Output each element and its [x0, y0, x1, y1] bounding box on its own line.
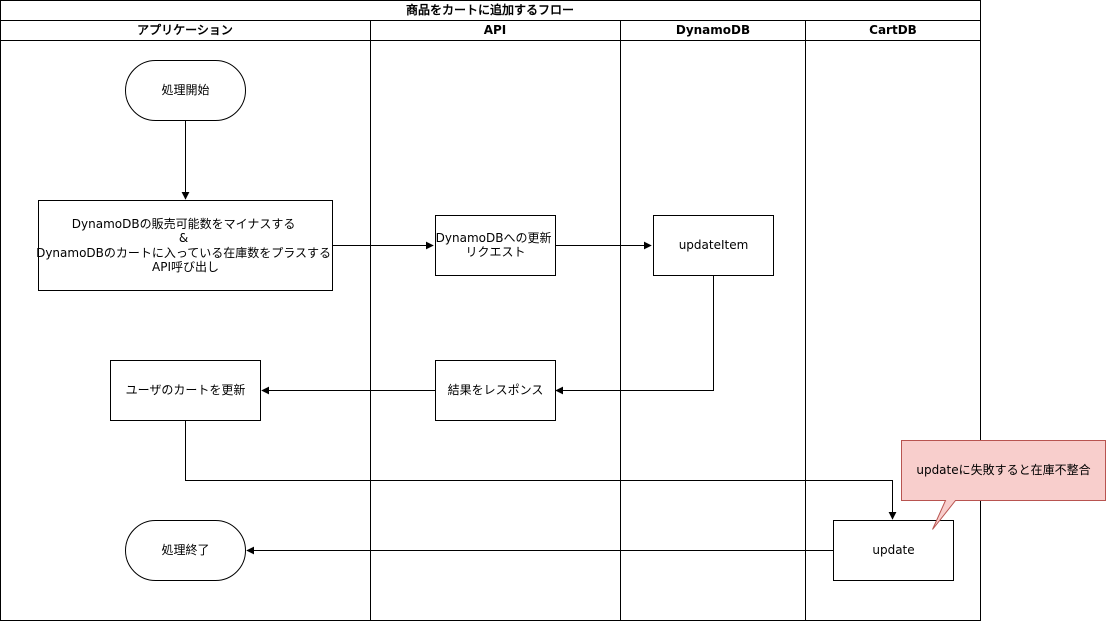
svg-text:結果をレスポンス: 結果をレスポンス — [448, 383, 544, 397]
lane-header-dynamodb: DynamoDB — [676, 23, 750, 37]
node-update-request-line-2: リクエスト — [465, 245, 525, 259]
svg-text:updateに失敗すると在庫不整合: updateに失敗すると在庫不整合 — [916, 462, 1090, 477]
edge-updateitem-to-respond — [555, 275, 714, 395]
node-end: 処理終了 — [125, 520, 246, 581]
node-update-label: update — [872, 543, 914, 557]
node-respond-label: 結果をレスポンス — [448, 383, 544, 397]
svg-text:DynamoDBへの更新 リクエスト: DynamoDBへの更新 リクエスト — [436, 230, 556, 259]
node-end-label: 処理終了 — [161, 542, 209, 557]
node-api-call-line-3: DynamoDBのカートに入っている在庫数をプラスする — [36, 245, 331, 260]
node-respond: 結果をレスポンス — [435, 360, 556, 421]
node-api-call-line-2: & — [179, 231, 188, 245]
node-api-call-line-1: DynamoDBの販売可能数をマイナスする — [72, 216, 296, 231]
node-update-item: updateItem — [653, 215, 774, 276]
svg-text:update: update — [872, 543, 914, 557]
node-start: 処理開始 — [125, 60, 246, 121]
node-api-call-line-4: API呼び出し — [152, 260, 219, 274]
edge-updatecart-to-update — [185, 420, 897, 520]
node-update-cart: ユーザのカートを更新 — [110, 360, 261, 421]
diagram-title: 商品をカートに追加するフロー — [406, 2, 574, 17]
svg-text:処理終了: 処理終了 — [161, 542, 209, 557]
node-update-cart-label: ユーザのカートを更新 — [126, 382, 246, 397]
lane-header-cartdb: CartDB — [869, 23, 917, 37]
callout-label: updateに失敗すると在庫不整合 — [916, 462, 1090, 477]
svg-text:updateItem: updateItem — [679, 238, 749, 252]
lane-header-api: API — [484, 23, 507, 37]
node-update-request: DynamoDBへの更新 リクエスト — [435, 215, 556, 276]
svg-text:ユーザのカートを更新: ユーザのカートを更新 — [126, 382, 246, 397]
svg-text:DynamoDBの販売可能数をマイナスする &: DynamoDBの販売可能数をマイナスする & DynamoDBのカートに入って… — [36, 216, 335, 274]
node-update-request-line-1: DynamoDBへの更新 — [436, 230, 552, 245]
node-update: update — [833, 520, 954, 581]
node-update-item-label: updateItem — [679, 238, 749, 252]
lane-header-app: アプリケーション — [137, 22, 233, 37]
node-start-label: 処理開始 — [161, 83, 209, 97]
svg-text:処理開始: 処理開始 — [161, 83, 209, 97]
node-api-call: DynamoDBの販売可能数をマイナスする & DynamoDBのカートに入って… — [36, 200, 335, 291]
